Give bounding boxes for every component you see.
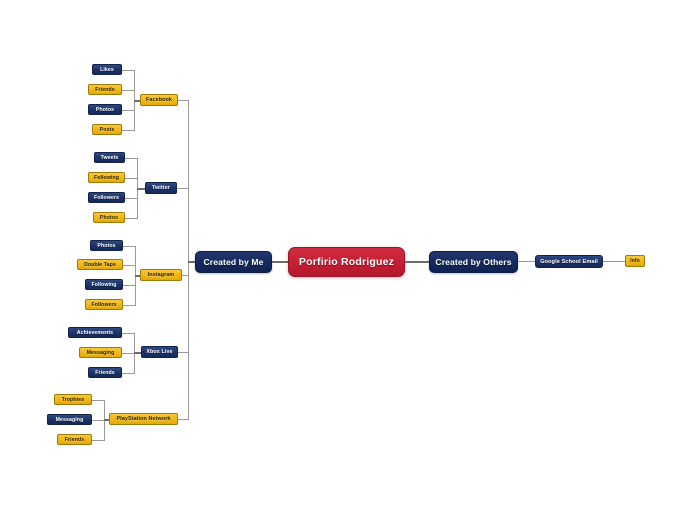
leaf-instagram-photos[interactable]: Photos — [90, 240, 123, 251]
platform-instagram[interactable]: Instagram — [140, 269, 182, 281]
leaf-twitter-photos[interactable]: Photos — [93, 212, 125, 223]
branch-created-by-others[interactable]: Created by Others — [429, 251, 518, 273]
connector-facebook-stub — [134, 100, 140, 102]
leaf-twitter-followers[interactable]: Followers — [88, 192, 125, 203]
connector-spine-to-created-by-me — [188, 261, 195, 263]
connector-twitter-to-spine — [177, 188, 188, 189]
leaf-instagram-followers[interactable]: Followers — [85, 299, 123, 310]
connector-psn-friends — [92, 440, 104, 441]
leaf-psn-friends[interactable]: Friends — [57, 434, 92, 445]
connector-instagram-followers — [123, 305, 135, 306]
connector-twitter-tweets — [125, 158, 137, 159]
connector-xbox-friends — [122, 373, 134, 374]
platform-playstation-network[interactable]: PlayStation Network — [109, 413, 178, 425]
connector-twitter-followers — [125, 198, 137, 199]
node-google-school-email[interactable]: Google School Email — [535, 255, 603, 268]
connector-facebook-posts — [122, 130, 134, 131]
platform-twitter[interactable]: Twitter — [145, 182, 177, 194]
connector-facebook-friends — [122, 90, 134, 91]
leaf-twitter-tweets[interactable]: Tweets — [94, 152, 125, 163]
node-info[interactable]: Info — [625, 255, 645, 267]
connector-facebook-likes — [122, 70, 134, 71]
platform-facebook[interactable]: Facebook — [140, 94, 178, 106]
leaf-psn-messaging[interactable]: Messaging — [47, 414, 92, 425]
connector-instagram-following — [123, 285, 135, 286]
connector-created-by-me-to-center — [272, 261, 288, 263]
connector-twitter-stub — [137, 188, 145, 190]
connector-instagram-to-spine — [182, 275, 188, 276]
center-node[interactable]: Porfirio Rodriguez — [288, 247, 405, 277]
connector-psn-stub — [104, 419, 109, 421]
connector-others-to-google-email — [518, 261, 535, 262]
leaf-facebook-friends[interactable]: Friends — [88, 84, 122, 95]
connector-psn-messaging — [92, 420, 104, 421]
connector-twitter-photos — [125, 218, 137, 219]
leaf-xbox-messaging[interactable]: Messaging — [79, 347, 122, 358]
leaf-facebook-posts[interactable]: Posts — [92, 124, 122, 135]
connector-facebook-to-spine — [178, 100, 188, 101]
connector-center-to-created-by-others — [405, 261, 429, 263]
branch-created-by-me[interactable]: Created by Me — [195, 251, 272, 273]
platform-xbox-live[interactable]: Xbox Live — [141, 346, 178, 358]
connector-twitter-following — [125, 178, 137, 179]
leaf-twitter-following[interactable]: Following — [88, 172, 125, 183]
leaf-psn-trophies[interactable]: Trophies — [54, 394, 92, 405]
leaf-xbox-friends[interactable]: Friends — [88, 367, 122, 378]
connector-google-email-to-info — [603, 261, 625, 262]
connector-xbox-achievements — [122, 333, 134, 334]
connector-xbox-stub — [134, 352, 141, 354]
connector-psn-to-spine — [178, 419, 188, 420]
connector-instagram-photos — [123, 246, 135, 247]
leaf-facebook-likes[interactable]: Likes — [92, 64, 122, 75]
leaf-xbox-achievements[interactable]: Achievements — [68, 327, 122, 338]
connector-psn-trophies — [92, 400, 104, 401]
leaf-facebook-photos[interactable]: Photos — [88, 104, 122, 115]
connector-instagram-stub — [135, 275, 140, 277]
connector-xbox-to-spine — [178, 352, 188, 353]
leaf-instagram-double-taps[interactable]: Double Taps — [77, 259, 123, 270]
connector-xbox-messaging — [122, 353, 134, 354]
leaf-instagram-following[interactable]: Following — [85, 279, 123, 290]
connector-instagram-doubletaps — [123, 265, 135, 266]
connector-facebook-photos — [122, 110, 134, 111]
connector-left-main-spine — [188, 100, 189, 420]
